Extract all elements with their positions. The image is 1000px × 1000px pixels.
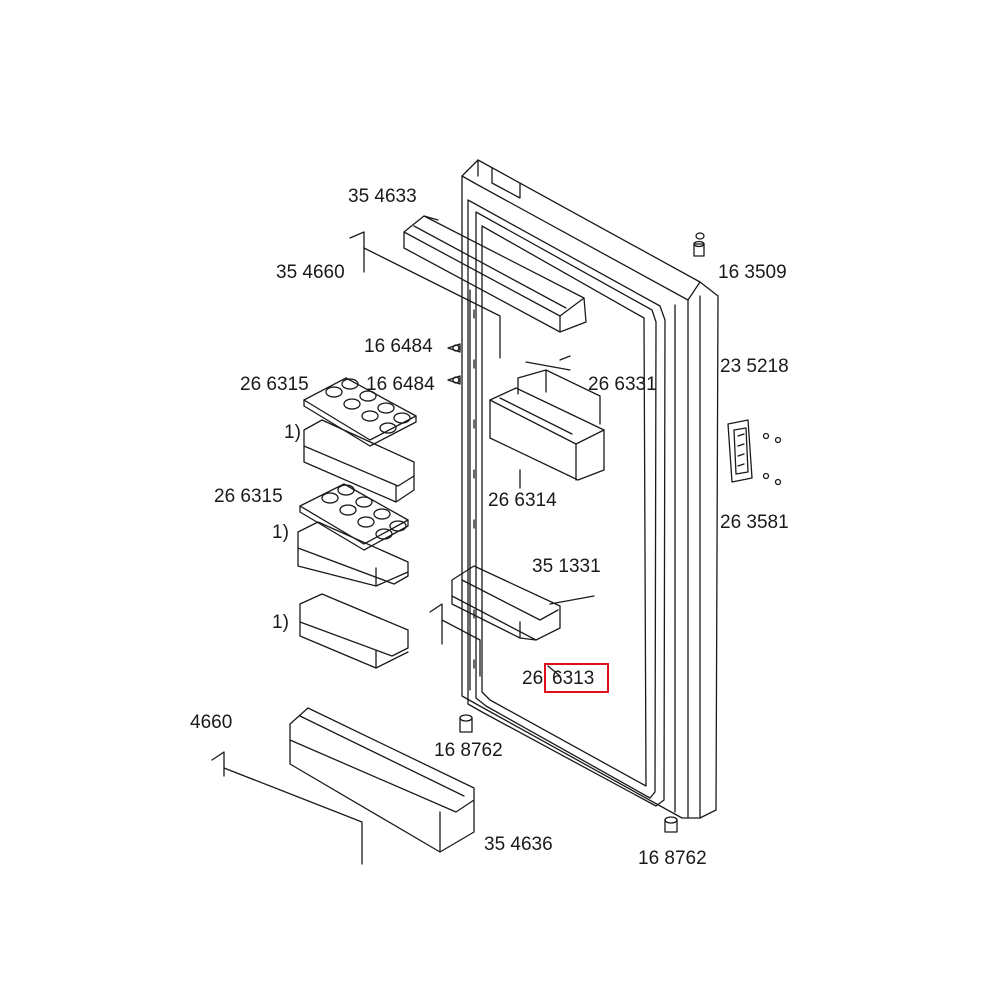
small-box-third <box>299 593 409 669</box>
part-label-166484-a: 16 6484 <box>364 336 433 357</box>
middle-door-bin <box>451 565 561 641</box>
part-label-6313: 6313 <box>552 668 595 689</box>
part-label-163509: 16 3509 <box>718 262 787 283</box>
highlight-box <box>544 663 609 693</box>
part-label-354633: 35 4633 <box>348 186 417 207</box>
handle-bracket <box>727 419 782 486</box>
part-label-266314: 26 6314 <box>488 490 557 511</box>
egg-box-lower <box>297 521 409 587</box>
part-label-266315-b: 26 6315 <box>214 486 283 507</box>
egg-box-upper <box>303 419 415 503</box>
leader-lines <box>211 231 595 865</box>
upper-door-bin <box>489 355 605 481</box>
part-label-354636: 35 4636 <box>484 834 553 855</box>
part-label-354660: 35 4660 <box>276 262 345 283</box>
footnote-marker-3: 1) <box>272 612 289 633</box>
egg-tray-upper <box>303 377 417 447</box>
top-shelf <box>403 215 587 333</box>
footnote-marker-1: 1) <box>284 422 301 443</box>
hinge-pins <box>459 232 705 833</box>
footnote-marker-2: 1) <box>272 522 289 543</box>
part-label-4660: 4660 <box>190 712 233 733</box>
part-label-168762-b: 16 8762 <box>638 848 707 869</box>
part-label-266315-a: 26 6315 <box>240 374 309 395</box>
part-label-266331: 26 6331 <box>588 374 657 395</box>
part-label-168762-a: 16 8762 <box>434 740 503 761</box>
part-label-235218: 23 5218 <box>720 356 789 377</box>
bottom-door-bin <box>289 707 475 853</box>
egg-tray-lower <box>299 483 409 551</box>
part-label-26-prefix: 26 <box>522 668 544 689</box>
part-label-263581: 26 3581 <box>720 512 789 533</box>
screws <box>447 343 461 385</box>
door-frame <box>461 159 719 819</box>
part-label-351331: 35 1331 <box>532 556 601 577</box>
part-label-166484-b: 16 6484 <box>366 374 435 395</box>
